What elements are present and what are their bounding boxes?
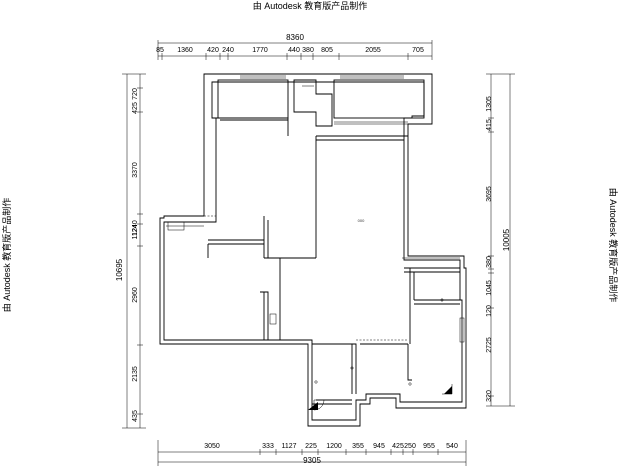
top-seg: 85: [156, 47, 164, 54]
bottom-seg: 945: [373, 443, 385, 450]
door-swing-fill: [308, 402, 318, 410]
right-seg: 120: [486, 305, 493, 317]
left-seg: 1240: [132, 220, 139, 236]
fixture-dot: [350, 366, 354, 370]
right-seg: 380: [486, 256, 493, 268]
bottom-seg: 333: [262, 443, 274, 450]
top-seg: 1770: [252, 47, 268, 54]
left-dimension-chain: 10695 425 720 3370 1124 1240 2960 2135 4…: [115, 73, 146, 429]
walls-outer: [159, 73, 467, 427]
top-seg: 440: [288, 47, 300, 54]
shelf-fixture: [459, 317, 465, 343]
watermark-left-text: 由 Autodesk 教育版产品制作: [1, 198, 12, 313]
bottom-seg: 540: [446, 443, 458, 450]
door-swing-fill: [444, 386, 452, 394]
watermark-right: 由 Autodesk 教育版产品制作: [608, 188, 619, 303]
balcony-right: [333, 79, 425, 119]
bottom-seg: 1200: [326, 443, 342, 450]
left-seg: 425: [132, 102, 139, 114]
top-seg: 805: [321, 47, 333, 54]
right-total-label: 10005: [502, 228, 511, 251]
bottom-seg: 425: [392, 443, 404, 450]
fixtures: [166, 221, 465, 386]
top-total-label: 8360: [286, 33, 304, 42]
fixture-dot: [440, 298, 444, 302]
watermark-right-text: 由 Autodesk 教育版产品制作: [608, 188, 619, 303]
right-seg: 1305: [486, 96, 493, 112]
left-seg: 2960: [132, 287, 139, 303]
bottom-seg: 3050: [204, 443, 220, 450]
right-seg: 1045: [486, 280, 493, 296]
bottom-seg: 250: [404, 443, 416, 450]
left-seg: 1124: [132, 224, 139, 239]
balcony-left: [217, 79, 289, 119]
watermark-top-text: 由 Autodesk 教育版产品制作: [253, 0, 368, 11]
top-seg: 420: [207, 47, 219, 54]
fixture-dot: [408, 382, 412, 386]
bottom-seg: 1127: [281, 443, 296, 450]
walls-interior: [207, 75, 460, 405]
top-seg: 240: [222, 47, 234, 54]
right-seg: 2725: [486, 337, 493, 353]
left-seg: 2135: [132, 366, 139, 382]
left-total-label: 10695: [115, 258, 124, 281]
bottom-dimension-chain: 3050 333 1127 225 1200 355 945 425 250 9…: [157, 440, 467, 466]
bottom-seg: 355: [352, 443, 364, 450]
bottom-seg: 955: [423, 443, 435, 450]
watermark-top: 由 Autodesk 教育版产品制作: [253, 0, 368, 11]
top-seg: 2055: [365, 47, 381, 54]
fixture-dot: [314, 380, 318, 384]
bottom-seg: 225: [305, 443, 317, 450]
top-seg: 1360: [177, 47, 193, 54]
top-seg: 380: [302, 47, 314, 54]
openings: [204, 215, 453, 411]
left-seg: 3370: [132, 162, 139, 178]
top-seg: 705: [412, 47, 424, 54]
right-seg: 320: [486, 390, 493, 402]
left-seg: 435: [132, 410, 139, 422]
bottom-total-label: 9305: [303, 456, 321, 465]
right-dimension-chain: 1305 415 3695 380 120 1045 2725 320 1000…: [486, 73, 515, 407]
right-seg: 3695: [486, 186, 493, 202]
right-seg: 415: [486, 119, 493, 131]
room-label-center: 000: [358, 218, 365, 223]
left-seg: 720: [132, 88, 139, 100]
watermark-left: 由 Autodesk 教育版产品制作: [1, 198, 12, 313]
top-dimension-chain: 8360 85 1360 420 240 1770 440 380 805 20…: [156, 33, 433, 60]
